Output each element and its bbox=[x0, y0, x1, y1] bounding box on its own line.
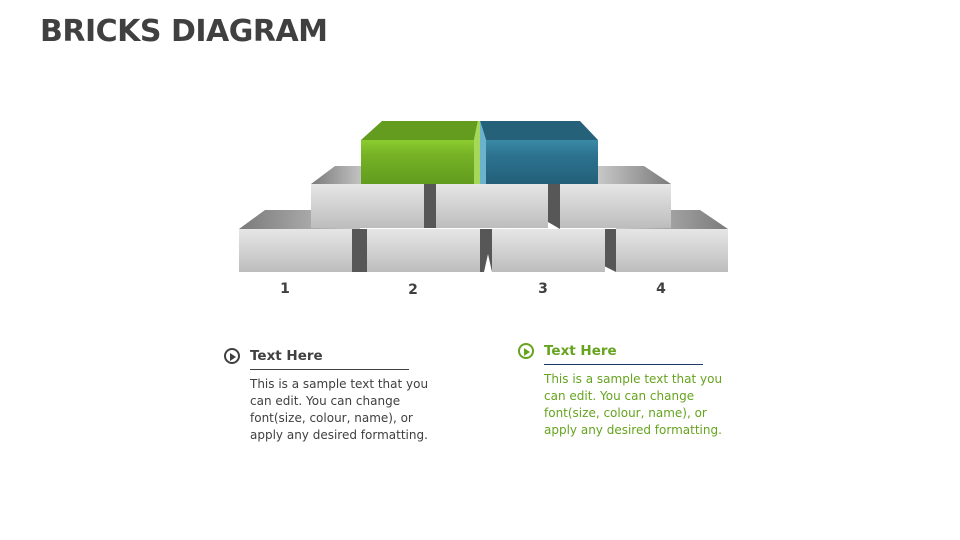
text-block-body: This is a sample text that you can edit.… bbox=[544, 372, 723, 437]
brick-top-face bbox=[598, 166, 671, 184]
text-block-heading: Text Here bbox=[544, 343, 617, 359]
blue-brick-top-face bbox=[480, 121, 598, 140]
brick-side-face bbox=[424, 184, 436, 228]
brick-middle-3 bbox=[560, 184, 671, 228]
brick-top-face bbox=[311, 166, 365, 184]
brick-top-green bbox=[361, 140, 474, 184]
brick-label-1: 1 bbox=[280, 281, 290, 297]
brick-side-face bbox=[352, 229, 367, 272]
play-circle-icon bbox=[518, 343, 534, 359]
green-brick-side-face bbox=[474, 121, 480, 184]
brick-middle-2 bbox=[436, 184, 548, 228]
bricks-diagram bbox=[239, 121, 728, 272]
brick-side-face bbox=[548, 184, 560, 229]
brick-label-4: 4 bbox=[656, 281, 666, 297]
text-block-2: Text Here This is a sample text that you… bbox=[518, 340, 722, 439]
heading-underline bbox=[544, 364, 703, 365]
heading-underline bbox=[250, 369, 409, 370]
brick-label-3: 3 bbox=[538, 281, 548, 297]
brick-bottom-1 bbox=[239, 229, 352, 272]
text-block-1: Text Here This is a sample text that you… bbox=[224, 345, 428, 444]
play-circle-icon bbox=[224, 348, 240, 364]
text-block-heading: Text Here bbox=[250, 348, 323, 364]
brick-top-blue bbox=[486, 140, 598, 184]
green-brick-top-face bbox=[361, 121, 478, 140]
brick-side-face bbox=[604, 229, 616, 272]
blue-brick-side-face bbox=[480, 121, 486, 184]
brick-bottom-2 bbox=[367, 229, 480, 272]
brick-bottom-3 bbox=[492, 229, 605, 272]
brick-row-top bbox=[361, 121, 598, 184]
text-block-body: This is a sample text that you can edit.… bbox=[250, 377, 429, 442]
brick-bottom-4 bbox=[616, 229, 728, 272]
brick-label-2: 2 bbox=[408, 282, 418, 298]
brick-row-middle bbox=[311, 166, 671, 229]
brick-middle-1 bbox=[311, 184, 424, 228]
brick-side-face bbox=[480, 229, 492, 272]
page-title: BRICKS DIAGRAM bbox=[40, 14, 328, 49]
